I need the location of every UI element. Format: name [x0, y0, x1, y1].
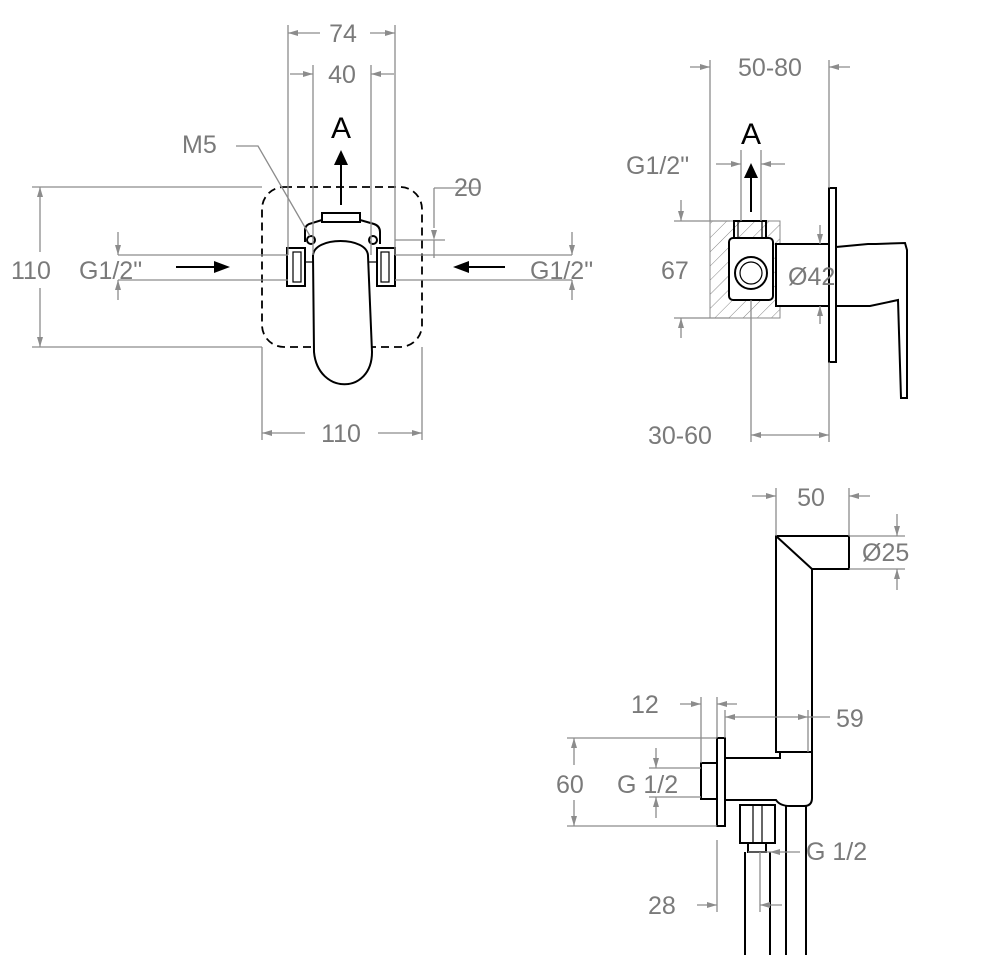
right-connector	[376, 247, 396, 287]
hose-nut	[739, 804, 776, 844]
dim-50-80: 50-80	[738, 54, 802, 82]
dim-diameter-25: Ø25	[862, 539, 909, 567]
hose-fitting	[747, 842, 767, 853]
dim-diameter-42: Ø42	[788, 263, 835, 291]
outlet-label-side: A	[741, 118, 761, 151]
inlet-thread-left: G1/2"	[79, 257, 142, 285]
front-view: A 74 40 M5 20	[11, 20, 593, 448]
outlet-nut-side	[733, 220, 767, 239]
mount-hole-left	[306, 235, 316, 245]
thread-wall: G 1/2	[617, 771, 678, 799]
right-connector-inner	[380, 251, 390, 283]
dim-20: 20	[454, 174, 482, 202]
dim-67: 67	[661, 257, 689, 285]
outlet-arrow-head	[334, 150, 348, 165]
holder-stub	[700, 762, 718, 800]
dim-110-height: 110	[11, 257, 51, 285]
dim-40: 40	[328, 61, 356, 89]
valve-lever	[311, 240, 374, 386]
top-outlet-nut	[321, 212, 361, 223]
side-view: A 50-80 G1/2" 67 Ø42	[626, 54, 908, 450]
mount-hole-right	[368, 235, 378, 245]
left-connector-inner	[292, 251, 302, 283]
holder-view: 50 Ø25 12 59 60	[556, 484, 909, 955]
lever-handle-side	[835, 241, 908, 399]
dim-74: 74	[329, 20, 357, 48]
dim-12: 12	[631, 691, 659, 719]
dim-m5: M5	[182, 131, 217, 159]
holder-wall-plate	[716, 737, 726, 827]
dim-28: 28	[648, 892, 676, 920]
inlet-thread-right: G1/2"	[530, 257, 593, 285]
dim-60: 60	[556, 771, 584, 799]
dim-59: 59	[836, 705, 864, 733]
thread-hose: G 1/2	[806, 838, 867, 866]
left-connector	[286, 247, 306, 287]
outlet-arrow-side	[744, 163, 758, 178]
inlet-arrow-left	[214, 261, 230, 273]
cylinder-body	[775, 243, 830, 307]
outlet-thread-side: G1/2"	[626, 152, 689, 180]
outlet-label-front: A	[331, 112, 351, 145]
dim-30-60: 30-60	[648, 422, 712, 450]
dim-110-width: 110	[321, 420, 361, 448]
holder-body	[724, 751, 813, 807]
inlet-arrow-right	[453, 261, 469, 273]
dim-50: 50	[797, 484, 825, 512]
